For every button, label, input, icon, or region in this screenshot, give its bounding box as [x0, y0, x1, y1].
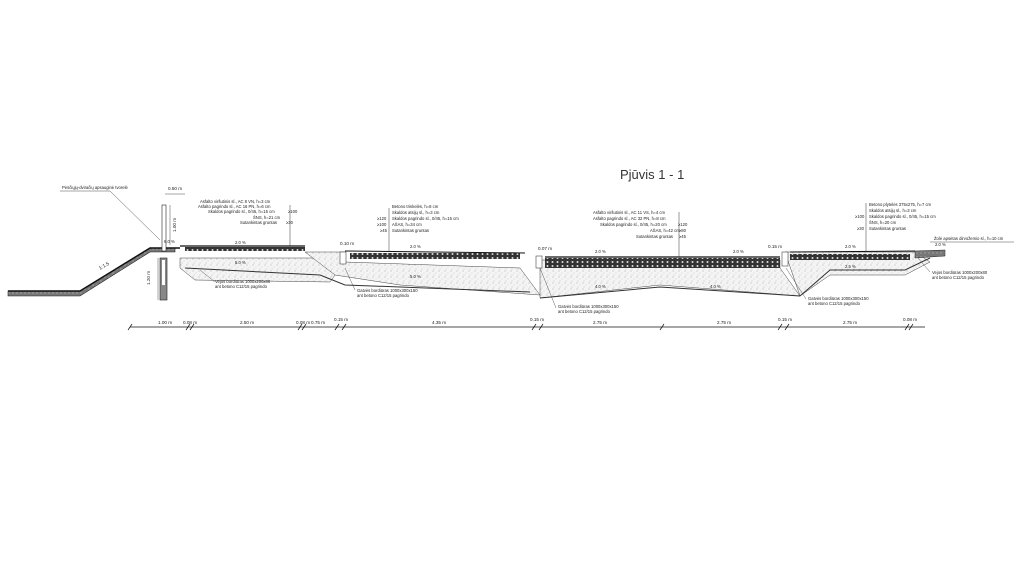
shoulder-slope: 6.0 %: [164, 239, 175, 244]
svg-text:≥120: ≥120: [678, 222, 688, 227]
svg-text:2.75 m: 2.75 m: [593, 320, 607, 325]
svg-text:≥120: ≥120: [377, 216, 387, 221]
svg-text:Vejos bordiūras 1000x200x80: Vejos bordiūras 1000x200x80: [932, 270, 988, 275]
svg-text:Sutankintas gruntas: Sutankintas gruntas: [240, 220, 277, 225]
section-title: Pjūvis 1 - 1: [620, 167, 684, 182]
svg-text:Skaldos pagrindo sl., 0/45, h=: Skaldos pagrindo sl., 0/45, h=15 cm: [208, 209, 275, 214]
svg-text:≥80: ≥80: [679, 228, 687, 233]
svg-text:ant betono C12/15 pagrindo: ant betono C12/15 pagrindo: [215, 284, 268, 289]
svg-text:0.15 m: 0.15 m: [778, 317, 792, 322]
post-depth-label: 1.20 m: [146, 271, 151, 285]
svg-text:Gatvės bordiūras 1000x300x150: Gatvės bordiūras 1000x300x150: [357, 288, 418, 293]
svg-text:Sutankintas gruntas: Sutankintas gruntas: [869, 226, 906, 231]
left-embankment: 1:1.5: [7, 247, 180, 297]
surface-slope-3: 2.0 %: [595, 249, 606, 254]
subgrade-slope-4: 4.0 %: [710, 284, 721, 289]
svg-text:Gatvės bordiūras 1000x300x150: Gatvės bordiūras 1000x300x150: [808, 296, 869, 301]
svg-text:0.15 m: 0.15 m: [530, 317, 544, 322]
svg-text:ant betono C12/15 pagrindo: ant betono C12/15 pagrindo: [357, 293, 410, 298]
svg-text:Skaldos pagrindo sl., 0/45, h=: Skaldos pagrindo sl., 0/45, h=15 cm: [869, 214, 936, 219]
svg-text:≥100: ≥100: [855, 214, 865, 219]
subgrade-slope-3: 4.0 %: [595, 284, 606, 289]
right-edge-slope: 2.0 %: [935, 242, 946, 247]
svg-text:Gatvės bordiūras 1000x300x150: Gatvės bordiūras 1000x300x150: [558, 304, 619, 309]
fence-post: 1.20 m 1.00 m 0.50 m Pėsčiųjų-dviračių a…: [60, 185, 185, 301]
subgrade-slope-2: 5.0 %: [410, 274, 421, 279]
surface-slope-5: 2.0 %: [845, 244, 856, 249]
svg-text:Skaldos pagrindo sl., 0/45, h=: Skaldos pagrindo sl., 0/45, h=20 cm: [600, 222, 667, 227]
svg-text:≥100: ≥100: [288, 209, 298, 214]
surface-slope-1: 2.0 %: [235, 240, 246, 245]
svg-text:0.15 m: 0.15 m: [334, 317, 348, 322]
callout-sidewalk: Betono trinkelės, h=8 cm Skaldos atsijų …: [377, 204, 459, 252]
curb-callouts: Vejos bordiūras 1000x200x80 ant betono C…: [199, 257, 988, 314]
svg-text:Asfalto pagrindo sl., AC 16 PN: Asfalto pagrindo sl., AC 16 PN, h=6 cm: [198, 204, 271, 209]
subgrade-slope-1: 5.0 %: [235, 260, 246, 265]
svg-text:ŠNS, h=21 cm: ŠNS, h=21 cm: [253, 215, 281, 220]
svg-text:Betono trinkelės, h=8 cm: Betono trinkelės, h=8 cm: [392, 204, 439, 209]
cycle-path-pavement: 2.0 % 5.0 %: [179, 240, 336, 283]
fence-label: Pėsčiųjų-dviračių apsauginė tvorelė: [62, 185, 129, 190]
curb-height-3: 0.15 m: [768, 244, 782, 249]
sidewalk-pavement: 2.0 % 5.0 % 0.10 m: [304, 241, 541, 296]
svg-text:ant betono C12/15 pagrindo: ant betono C12/15 pagrindo: [558, 309, 611, 314]
svg-text:Skaldos atsijų sl., h=3 cm: Skaldos atsijų sl., h=3 cm: [869, 208, 917, 213]
surface-slope-4: 2.0 %: [733, 249, 744, 254]
svg-text:AŠAS, h=34 cm: AŠAS, h=34 cm: [392, 222, 422, 227]
svg-text:AŠAS, h=42 cm: AŠAS, h=42 cm: [650, 228, 680, 233]
svg-text:≥30: ≥30: [286, 220, 294, 225]
svg-text:ant betono C12/15 pagrindo: ant betono C12/15 pagrindo: [932, 275, 985, 280]
callout-cycle-path: Asfalto viršutinis sl., AC 8 VN, h=3 cm …: [198, 199, 298, 246]
svg-text:0.08 m: 0.08 m: [183, 320, 197, 325]
subgrade-slope-5: 2.5 %: [845, 264, 856, 269]
svg-text:ŠNS, h=20 cm: ŠNS, h=20 cm: [869, 220, 897, 225]
callout-carriageway: Asfalto viršutinis sl., AC 11 VS, h=4 cm…: [593, 210, 688, 257]
svg-text:≥30: ≥30: [857, 226, 865, 231]
curb-height-2: 0.07 m: [538, 246, 552, 251]
svg-text:0.08 m: 0.08 m: [296, 320, 310, 325]
callout-right-walk: Betono plytelės 375x275, h=7 cm Skaldos …: [855, 202, 936, 252]
svg-text:Asfalto viršutinis sl., AC 11: Asfalto viršutinis sl., AC 11 VS, h=4 cm: [593, 210, 665, 215]
svg-text:Skaldos pagrindo sl., 0/45, h=: Skaldos pagrindo sl., 0/45, h=15 cm: [392, 216, 459, 221]
svg-text:Betono plytelės 375x275, h=7 c: Betono plytelės 375x275, h=7 cm: [869, 202, 932, 207]
curb-height-1: 0.10 m: [340, 241, 354, 246]
svg-text:Vejos bordiūras 1000x200x80: Vejos bordiūras 1000x200x80: [215, 279, 271, 284]
svg-text:Asfalto viršutinis sl., AC 8 V: Asfalto viršutinis sl., AC 8 VN, h=3 cm: [200, 199, 271, 204]
svg-text:Asfalto pagrindo sl., AC 32 PN: Asfalto pagrindo sl., AC 32 PN, h=8 cm: [593, 216, 666, 221]
surface-slope-2: 2.0 %: [410, 244, 421, 249]
right-walk-pavement: 2.0 % 2.5 % 2.0 % Žolė apsėtas dirvožemi…: [781, 236, 1014, 297]
carriageway-pavement: 2.0 % 2.0 % 4.0 % 4.0 % 0.07 m 0.15 m: [535, 244, 801, 299]
post-height-label: 1.00 m: [172, 218, 177, 232]
svg-text:1.00 m: 1.00 m: [158, 320, 172, 325]
svg-text:Sutankintas gruntas: Sutankintas gruntas: [636, 234, 673, 239]
svg-text:2.75 m: 2.75 m: [843, 320, 857, 325]
svg-text:≥45: ≥45: [380, 228, 388, 233]
svg-text:4.35 m: 4.35 m: [432, 320, 446, 325]
post-width-label: 0.50 m: [168, 186, 182, 191]
svg-text:ant betono C12/15 pagrindo: ant betono C12/15 pagrindo: [808, 301, 861, 306]
svg-text:2.50 m: 2.50 m: [240, 320, 254, 325]
embankment-slope-label: 1:1.5: [98, 261, 111, 272]
svg-text:≥100: ≥100: [377, 222, 387, 227]
svg-text:≥45: ≥45: [679, 234, 687, 239]
svg-text:Sutankintas gruntas: Sutankintas gruntas: [392, 228, 429, 233]
dimension-chain: 1.00 m 0.08 m 2.50 m 0.08 m 0.75 m 0.15 …: [127, 317, 925, 331]
right-edge-label: Žolė apsėtas dirvožemio sl., h=10 cm: [934, 236, 1004, 241]
svg-text:2.75 m: 2.75 m: [717, 320, 731, 325]
svg-text:0.08 m: 0.08 m: [903, 317, 917, 322]
svg-text:0.75 m: 0.75 m: [311, 320, 325, 325]
svg-text:Skaldos atsijų sl., h=3 cm: Skaldos atsijų sl., h=3 cm: [392, 210, 440, 215]
